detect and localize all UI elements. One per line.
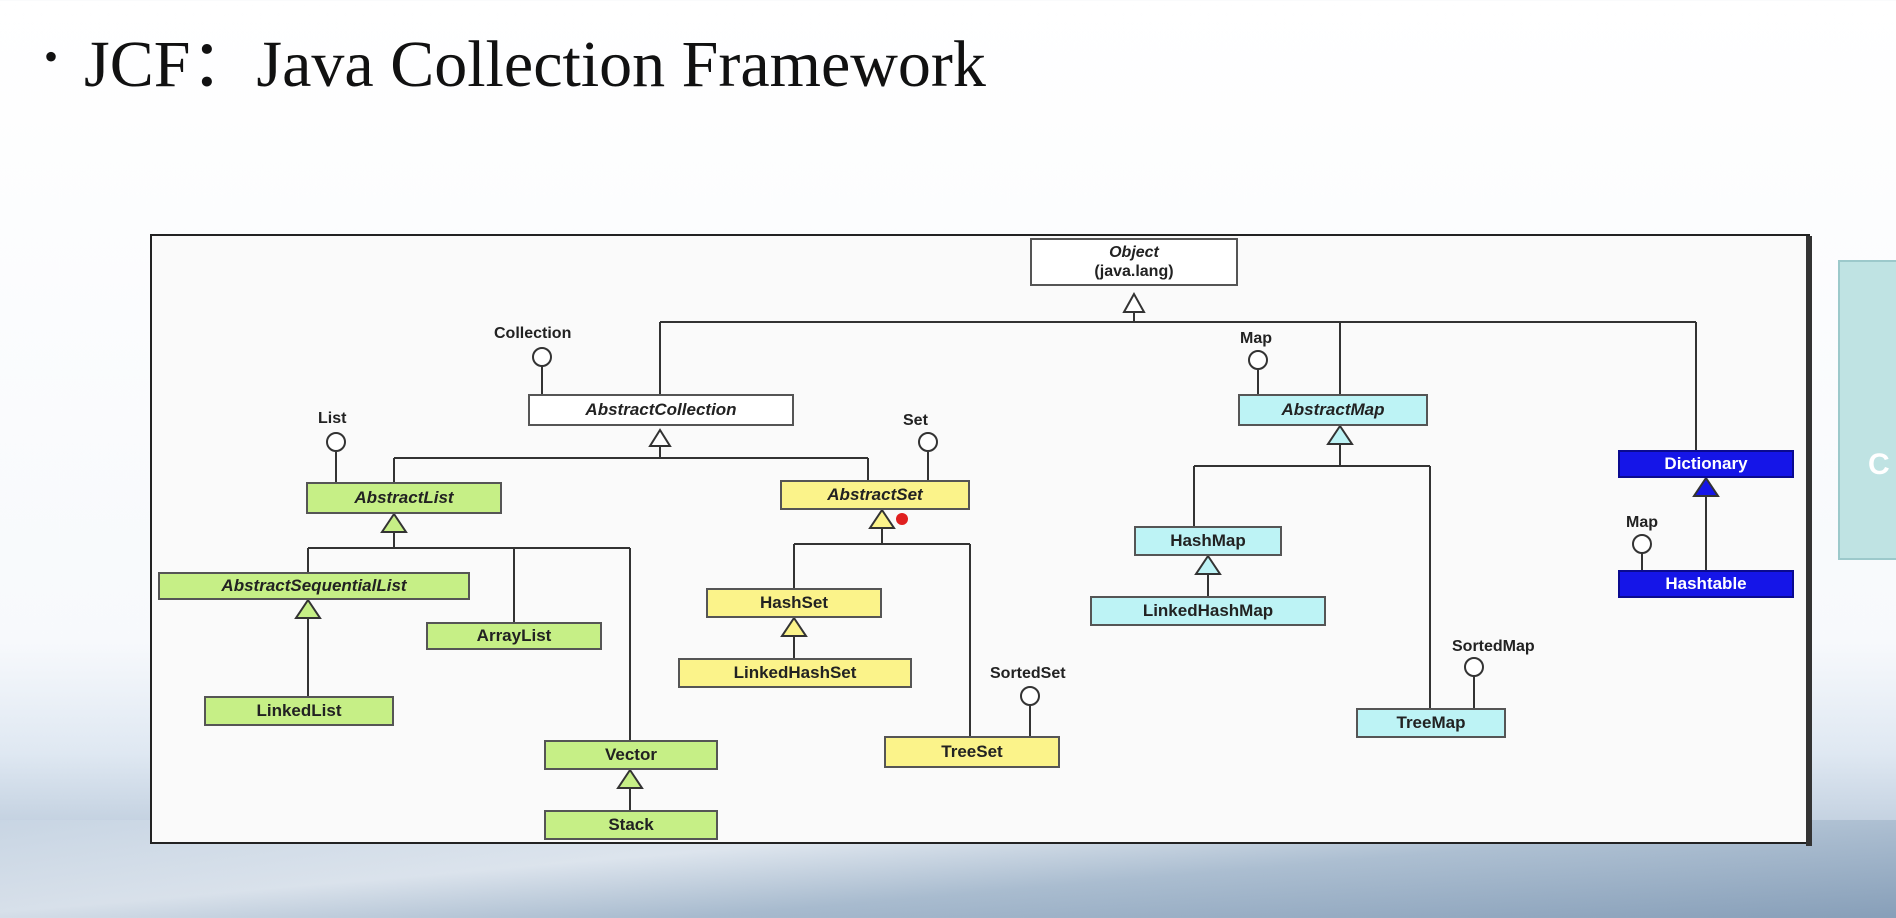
hash-set-box: HashSet xyxy=(706,588,882,618)
object-name: Object xyxy=(1109,244,1159,261)
linked-hash-map-box: LinkedHashMap xyxy=(1090,596,1326,626)
map-interface-label: Map xyxy=(1240,330,1272,347)
sorted-map-interface-label: SortedMap xyxy=(1452,638,1535,655)
object-class-box: Object (java.lang) xyxy=(1030,238,1238,286)
side-panel-letter: C xyxy=(1868,448,1890,481)
hash-map-box: HashMap xyxy=(1134,526,1282,556)
stack-box: Stack xyxy=(544,810,718,840)
cursor-marker xyxy=(896,513,908,525)
linked-list-box: LinkedList xyxy=(204,696,394,726)
abstract-collection-box: AbstractCollection xyxy=(528,394,794,426)
slide-title-text: JCF：Java Collection Framework xyxy=(84,28,986,101)
list-interface-label: List xyxy=(318,410,347,427)
side-panel xyxy=(1838,260,1896,560)
sorted-set-interface-label: SortedSet xyxy=(990,665,1066,682)
bullet-point: • xyxy=(44,33,59,79)
collection-interface-label: Collection xyxy=(494,325,572,342)
object-package: (java.lang) xyxy=(1094,263,1174,280)
diagram-frame-shadow xyxy=(1806,236,1812,846)
linked-hash-set-box: LinkedHashSet xyxy=(678,658,912,688)
set-interface-label: Set xyxy=(903,412,928,429)
abstract-sequential-list-box: AbstractSequentialList xyxy=(158,572,470,600)
abstract-map-box: AbstractMap xyxy=(1238,394,1428,426)
hashtable-box: Hashtable xyxy=(1618,570,1794,598)
dictionary-box: Dictionary xyxy=(1618,450,1794,478)
abstract-list-box: AbstractList xyxy=(306,482,502,514)
map-interface-label-hashtable: Map xyxy=(1626,514,1658,531)
tree-set-box: TreeSet xyxy=(884,736,1060,768)
tree-map-box: TreeMap xyxy=(1356,708,1506,738)
slide-title: • JCF：Java Collection Framework xyxy=(44,18,986,101)
vector-box: Vector xyxy=(544,740,718,770)
abstract-set-box: AbstractSet xyxy=(780,480,970,510)
array-list-box: ArrayList xyxy=(426,622,602,650)
